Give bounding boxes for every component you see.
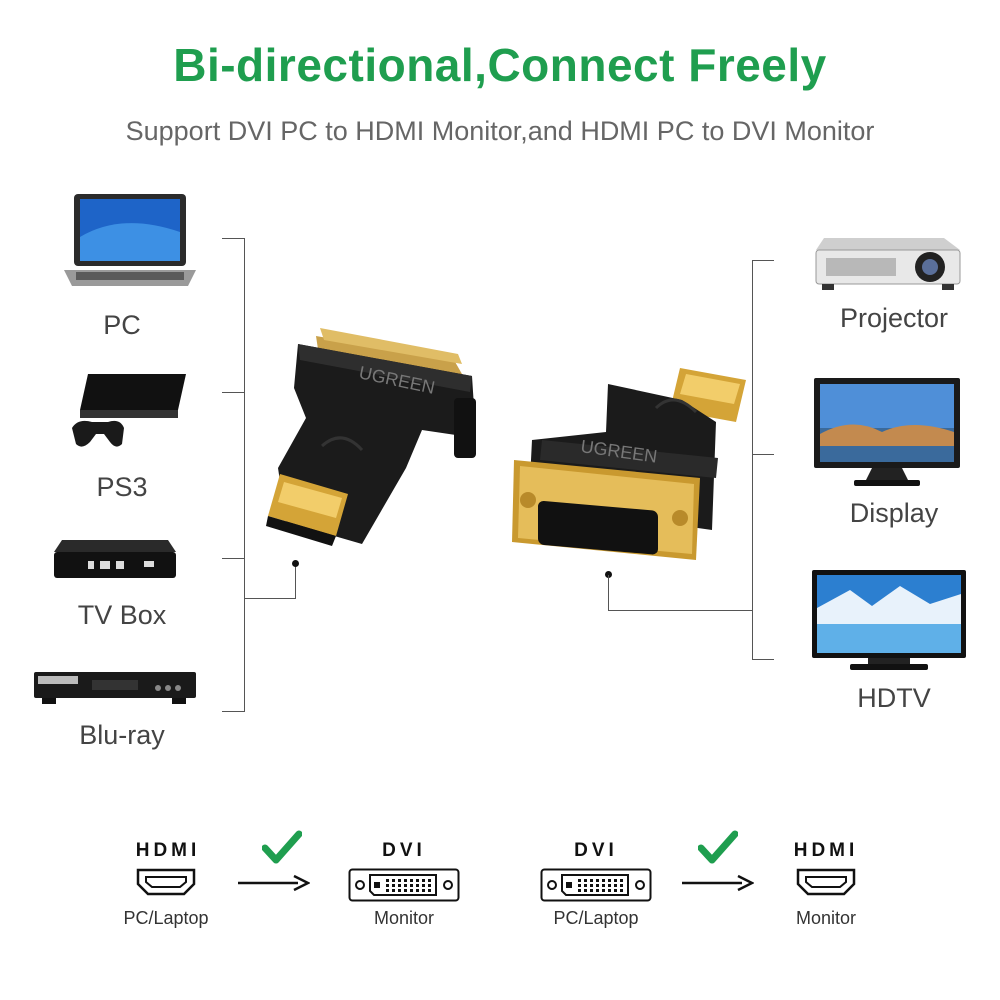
- laptop-icon: [62, 192, 198, 292]
- checkmark-icon: [698, 830, 738, 864]
- flow2-to-device-label: Monitor: [795, 908, 857, 928]
- tv-icon: [810, 568, 968, 672]
- source-connector-dot: [292, 560, 299, 567]
- display-bus-line: [752, 260, 753, 660]
- flow1-to-port-label: DVI: [382, 840, 426, 861]
- source-label-tv-box: TV Box: [77, 600, 167, 630]
- source-branch-riser: [295, 564, 296, 599]
- source-tick-ps3: [222, 392, 244, 393]
- source-branch-line: [244, 598, 296, 599]
- display-label-display: Display: [849, 498, 939, 528]
- game-console-icon: [68, 370, 192, 450]
- hdmi-male-to-dvi-adapter-icon: UGREEN: [258, 318, 518, 568]
- display-tick-projector: [752, 260, 774, 261]
- source-tick-tv-box: [222, 558, 244, 559]
- checkmark-icon: [262, 830, 302, 864]
- page-title: Bi-directional,Connect Freely: [173, 39, 827, 91]
- display-label-projector: Projector: [839, 303, 949, 333]
- page-subtitle: Support DVI PC to HDMI Monitor,and HDMI …: [125, 116, 875, 146]
- dvi-female-adapter-icon: UGREEN: [510, 360, 770, 580]
- flow1-to-device-label: Monitor: [373, 908, 435, 928]
- source-label-bluray: Blu-ray: [79, 720, 165, 750]
- flow1-from-device-label: PC/Laptop: [123, 908, 209, 928]
- display-label-hdtv: HDTV: [857, 683, 931, 713]
- source-tick-bluray: [222, 711, 244, 712]
- source-label-pc: PC: [103, 310, 141, 340]
- bluray-player-icon: [32, 668, 198, 708]
- flow2-to-port-label: HDMI: [793, 840, 859, 861]
- source-tick-pc: [222, 238, 244, 239]
- monitor-icon: [812, 376, 962, 488]
- display-branch-line: [608, 610, 753, 611]
- arrow-right-icon: [238, 874, 310, 892]
- display-connector-dot: [605, 571, 612, 578]
- tv-box-icon: [52, 536, 178, 586]
- hdmi-port-icon: [796, 868, 856, 896]
- arrow-right-icon: [682, 874, 754, 892]
- source-label-ps3: PS3: [96, 472, 148, 502]
- hdmi-port-icon: [136, 868, 196, 896]
- dvi-port-icon: [348, 868, 460, 902]
- dvi-port-icon: [540, 868, 652, 902]
- flow2-from-device-label: PC/Laptop: [553, 908, 639, 928]
- projector-icon: [812, 234, 964, 292]
- flow1-from-port-label: HDMI: [135, 840, 201, 861]
- display-tick-hdtv: [752, 659, 774, 660]
- display-tick-display: [752, 454, 774, 455]
- display-branch-riser: [608, 575, 609, 611]
- source-bus-line: [244, 238, 245, 712]
- flow2-from-port-label: DVI: [574, 840, 618, 861]
